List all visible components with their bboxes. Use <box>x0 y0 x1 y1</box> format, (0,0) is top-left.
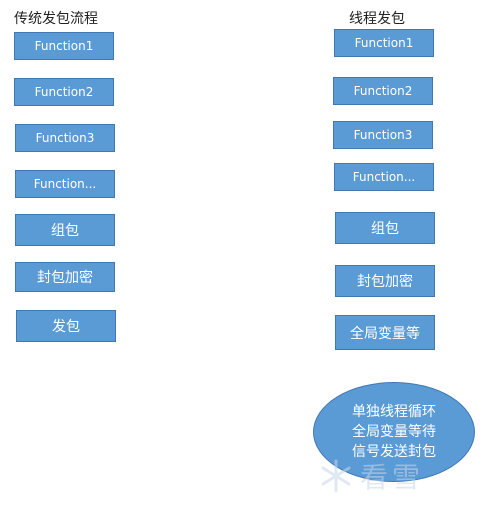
ellipse-line-1: 单独线程循环 <box>352 404 436 420</box>
right-step-label: 全局变量等 <box>350 325 420 342</box>
right-step-encrypt: 封包加密 <box>335 265 435 297</box>
left-step-function1: Function1 <box>14 32 114 60</box>
left-step-label: Function3 <box>35 131 95 145</box>
right-step-label: Function... <box>352 170 416 184</box>
left-step-send: 发包 <box>16 310 116 342</box>
left-step-label: 封包加密 <box>37 270 93 286</box>
left-step-function2: Function2 <box>14 78 114 106</box>
left-step-function-more: Function... <box>15 170 115 198</box>
left-step-label: 组包 <box>51 223 79 239</box>
left-step-encrypt: 封包加密 <box>15 262 115 292</box>
left-step-label: Function2 <box>34 85 94 99</box>
left-step-function3: Function3 <box>15 124 115 152</box>
left-step-label: Function... <box>33 177 97 191</box>
ellipse-line-2: 全局变量等待 <box>352 424 436 440</box>
right-step-label: Function1 <box>354 36 414 50</box>
left-column-title: 传统发包流程 <box>14 11 98 27</box>
right-step-pack: 组包 <box>335 212 435 244</box>
right-step-function2: Function2 <box>333 77 433 105</box>
right-step-function-more: Function... <box>334 163 434 191</box>
right-step-label: Function3 <box>353 128 413 142</box>
right-step-function1: Function1 <box>334 29 434 57</box>
right-step-label: 组包 <box>371 221 399 237</box>
right-step-label: Function2 <box>353 84 413 98</box>
right-step-label: 封包加密 <box>357 274 413 290</box>
left-step-label: 发包 <box>52 319 80 335</box>
left-step-label: Function1 <box>34 39 94 53</box>
right-step-function3: Function3 <box>333 121 433 149</box>
right-step-global-wait: 全局变量等 <box>335 315 435 350</box>
thread-loop-ellipse: 单独线程循环 全局变量等待 信号发送封包 <box>313 382 475 482</box>
right-column-title: 线程发包 <box>349 11 405 27</box>
left-step-pack: 组包 <box>15 214 115 246</box>
ellipse-line-3: 信号发送封包 <box>352 444 436 460</box>
